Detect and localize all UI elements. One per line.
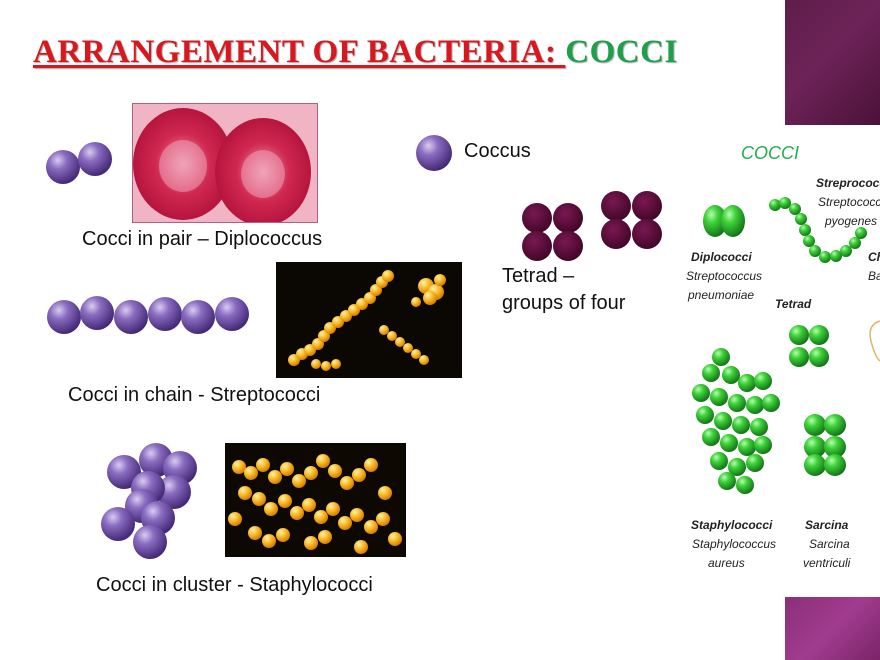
coccus-illustration <box>416 135 452 171</box>
streptococcus-illustration <box>47 296 249 334</box>
strepto-title: Streprococci <box>816 176 880 190</box>
diplococci-figure <box>703 205 745 237</box>
tetrad-title: Tetrad <box>775 297 812 311</box>
streptococcus-micrograph <box>276 262 462 378</box>
diplo-sub1: Streptococcus <box>686 269 763 283</box>
strepto-sub2: pyogenes <box>825 214 878 228</box>
diplococcus-illustration <box>46 142 112 184</box>
sarcina-sub2: ventriculi <box>803 556 851 570</box>
sarcina-figure <box>804 414 846 476</box>
cut-sub: Ba <box>868 269 880 283</box>
staph-sub1: Staphylococcus <box>692 537 777 551</box>
diplococcus-micrograph <box>132 103 318 223</box>
decorative-accent-bottom <box>785 597 880 660</box>
label-staphylococci: Cocci in cluster - Staphylococci <box>96 574 373 596</box>
cocci-types-panel: COCCI <box>675 135 880 600</box>
label-tetrad-line2: groups of four <box>502 292 626 314</box>
label-streptococci: Cocci in chain - Streptococci <box>68 384 321 406</box>
diplo-sub2: pneumoniae <box>688 288 755 302</box>
streptococci-figure <box>769 197 867 263</box>
strepto-sub1: Streptococcus <box>818 195 880 209</box>
tetrad-figure <box>789 325 829 367</box>
label-coccus: Coccus <box>464 140 531 162</box>
cut-title: Ch <box>868 250 880 264</box>
title-highlight: COCCI <box>565 34 678 70</box>
label-diplococcus: Cocci in pair – Diplococcus <box>82 228 323 250</box>
staphylococcus-illustration <box>101 443 197 559</box>
diplo-title: Diplococci <box>691 250 752 264</box>
sarcina-sub1: Sarcina <box>809 537 850 551</box>
panel-illustrations <box>692 197 880 494</box>
staph-sub2: aureus <box>708 556 745 570</box>
staphylococci-figure <box>692 348 780 494</box>
tetrad-illustration <box>522 191 662 261</box>
sarcina-title: Sarcina <box>805 518 849 532</box>
title-main: ARRANGEMENT OF BACTERIA: <box>33 34 566 70</box>
staph-title: Staphylococci <box>691 518 773 532</box>
label-tetrad-line1: Tetrad – <box>502 265 575 287</box>
staphylococcus-micrograph <box>225 443 406 557</box>
slide-title: ARRANGEMENT OF BACTERIA: COCCI <box>33 34 678 71</box>
panel-heading: COCCI <box>741 143 799 163</box>
decorative-accent-top <box>785 0 880 125</box>
